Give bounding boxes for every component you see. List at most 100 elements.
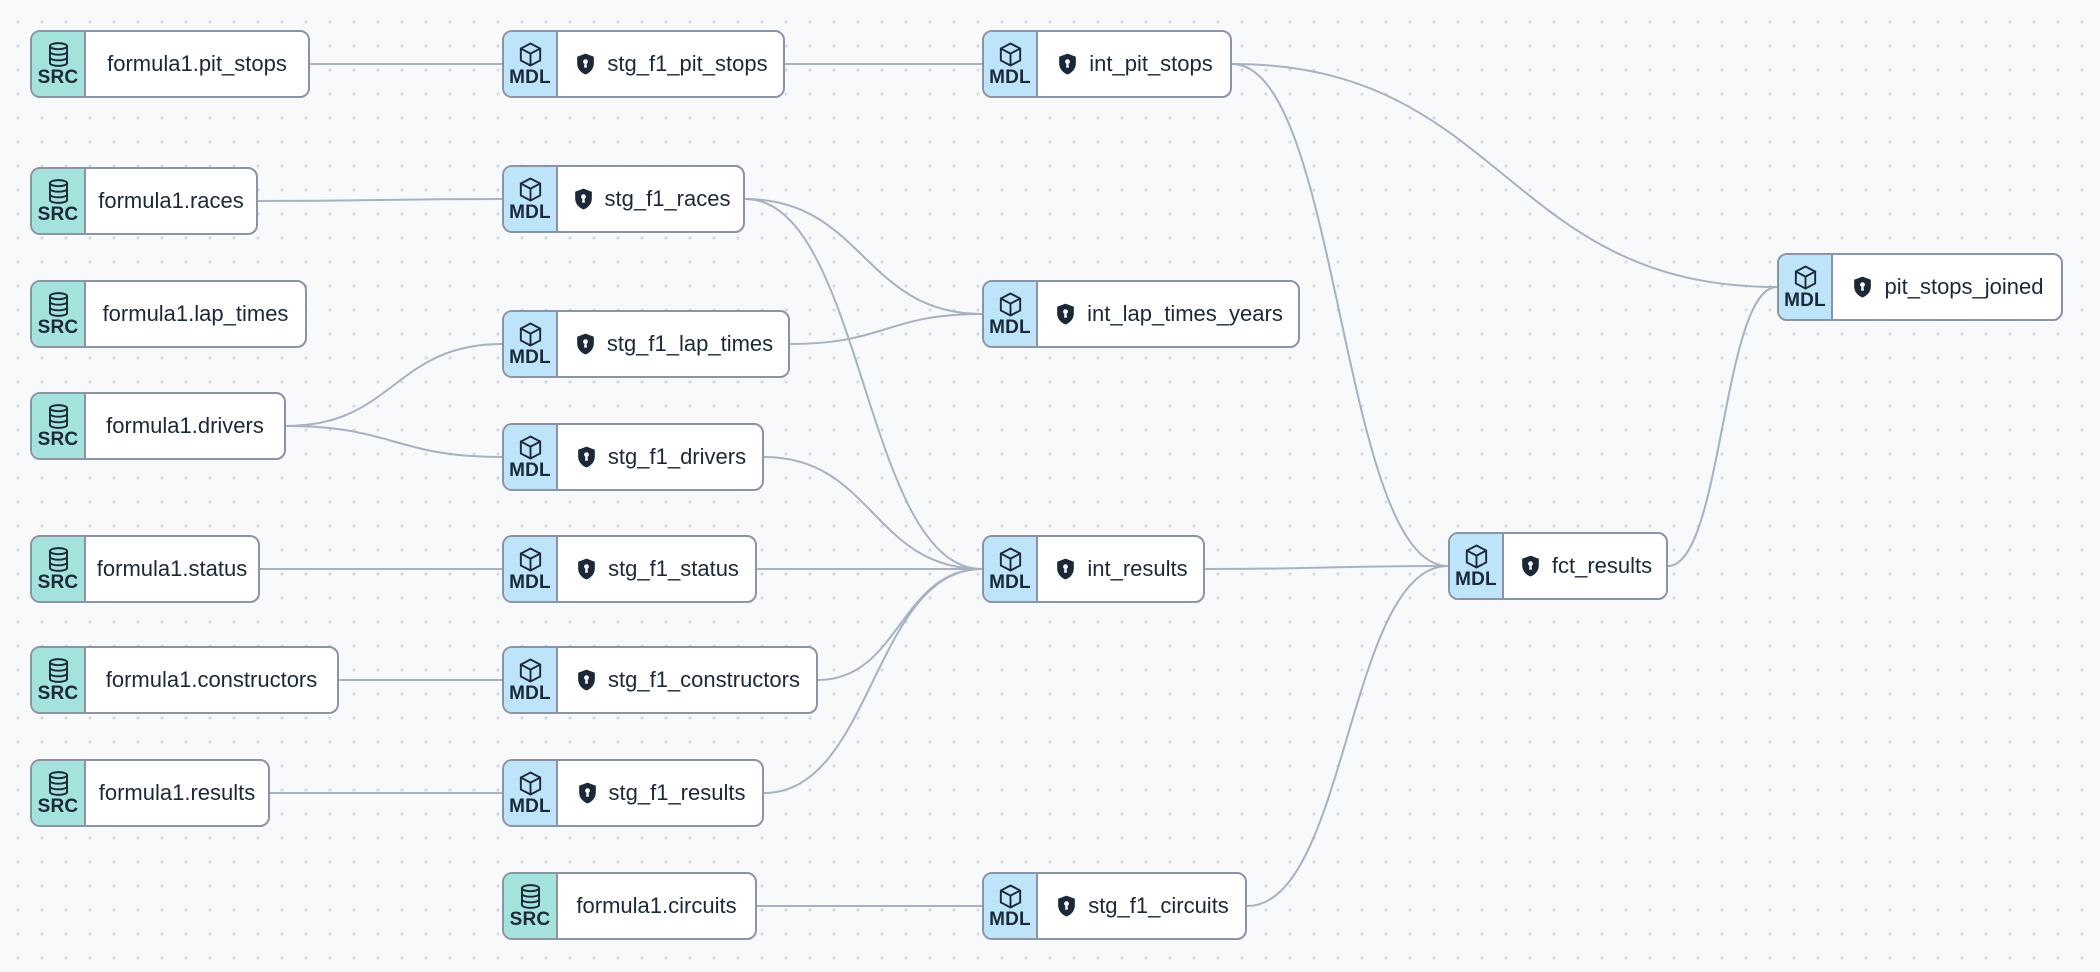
edge-stg_lap_times-int_lap_times_years <box>789 313 983 345</box>
node-type-badge: MDL <box>504 167 558 231</box>
cube-icon <box>517 321 544 348</box>
node-body: stg_f1_results <box>558 761 762 825</box>
edge-src_drivers-stg_drivers <box>285 425 503 458</box>
lineage-node-src_lap_times[interactable]: SRC formula1.lap_times <box>30 280 307 348</box>
edge-stg_races-int_lap_times_years <box>744 198 983 315</box>
lineage-node-src_drivers[interactable]: SRC formula1.drivers <box>30 392 286 460</box>
node-label: formula1.circuits <box>576 893 737 918</box>
node-label: fct_results <box>1551 553 1653 578</box>
node-type-label: MDL <box>509 571 551 593</box>
node-type-label: MDL <box>509 795 551 817</box>
lineage-node-int_lap_times_years[interactable]: MDL int_lap_times_years <box>982 280 1300 348</box>
shield-icon <box>1053 302 1078 327</box>
node-label: stg_f1_circuits <box>1088 893 1229 918</box>
node-body: stg_f1_drivers <box>558 425 762 489</box>
lineage-node-stg_races[interactable]: MDL stg_f1_races <box>502 165 745 233</box>
lineage-node-src_races[interactable]: SRC formula1.races <box>30 167 258 235</box>
lineage-node-pit_stops_joined[interactable]: MDL pit_stops_joined <box>1777 253 2063 321</box>
node-type-label: MDL <box>509 346 551 368</box>
cube-icon <box>997 291 1024 318</box>
node-type-label: MDL <box>509 682 551 704</box>
database-icon <box>45 657 72 684</box>
node-type-badge: MDL <box>504 648 558 712</box>
edge-fct_results-pit_stops_joined <box>1667 286 1778 567</box>
edge-int_results-fct_results <box>1204 565 1449 570</box>
node-type-badge: MDL <box>504 32 558 96</box>
edge-stg_results-int_results <box>763 568 983 794</box>
lineage-node-int_results[interactable]: MDL int_results <box>982 535 1205 603</box>
node-type-badge: SRC <box>32 537 86 601</box>
cube-icon <box>517 770 544 797</box>
node-body: formula1.drivers <box>86 394 284 458</box>
shield-icon <box>574 445 599 470</box>
lineage-node-stg_pit_stops[interactable]: MDL stg_f1_pit_stops <box>502 30 785 98</box>
shield-icon <box>1055 52 1080 77</box>
lineage-node-src_status[interactable]: SRC formula1.status <box>30 535 260 603</box>
node-label: stg_f1_lap_times <box>606 331 774 356</box>
node-type-badge: SRC <box>32 648 86 712</box>
lineage-node-stg_status[interactable]: MDL stg_f1_status <box>502 535 757 603</box>
lineage-node-int_pit_stops[interactable]: MDL int_pit_stops <box>982 30 1232 98</box>
node-body: int_pit_stops <box>1038 32 1230 96</box>
lineage-node-src_pit_stops[interactable]: SRC formula1.pit_stops <box>30 30 310 98</box>
lineage-node-fct_results[interactable]: MDL fct_results <box>1448 532 1668 600</box>
edge-src_drivers-stg_lap_times <box>285 343 503 427</box>
node-type-badge: MDL <box>504 312 558 376</box>
lineage-node-stg_drivers[interactable]: MDL stg_f1_drivers <box>502 423 764 491</box>
shield-icon <box>1053 557 1078 582</box>
node-type-badge: MDL <box>984 874 1038 938</box>
node-body: formula1.lap_times <box>86 282 305 346</box>
node-type-label: MDL <box>989 316 1031 338</box>
cube-icon <box>517 546 544 573</box>
node-type-badge: MDL <box>984 32 1038 96</box>
lineage-node-stg_circuits[interactable]: MDL stg_f1_circuits <box>982 872 1247 940</box>
edge-int_pit_stops-pit_stops_joined <box>1231 63 1778 288</box>
node-type-badge: SRC <box>32 761 86 825</box>
cube-icon <box>517 41 544 68</box>
node-type-label: MDL <box>1784 289 1826 311</box>
node-body: formula1.status <box>86 537 258 601</box>
node-label: formula1.results <box>98 780 256 805</box>
edge-stg_races-int_results <box>744 198 983 570</box>
node-body: stg_f1_constructors <box>558 648 816 712</box>
lineage-node-stg_lap_times[interactable]: MDL stg_f1_lap_times <box>502 310 790 378</box>
node-label: stg_f1_constructors <box>608 667 800 692</box>
cube-icon <box>1792 264 1819 291</box>
edge-stg_circuits-fct_results <box>1246 565 1449 907</box>
node-type-badge: MDL <box>504 761 558 825</box>
node-body: int_results <box>1038 537 1203 601</box>
node-type-label: MDL <box>989 571 1031 593</box>
node-body: formula1.results <box>86 761 268 825</box>
lineage-node-stg_constructors[interactable]: MDL stg_f1_constructors <box>502 646 818 714</box>
lineage-node-src_results[interactable]: SRC formula1.results <box>30 759 270 827</box>
lineage-node-stg_results[interactable]: MDL stg_f1_results <box>502 759 764 827</box>
node-label: stg_f1_status <box>608 556 739 581</box>
node-type-badge: MDL <box>984 282 1038 346</box>
node-body: stg_f1_circuits <box>1038 874 1245 938</box>
node-label: int_results <box>1087 556 1188 581</box>
node-type-badge: SRC <box>32 169 86 233</box>
node-label: formula1.pit_stops <box>107 51 287 76</box>
node-type-badge: SRC <box>32 32 86 96</box>
cube-icon <box>517 657 544 684</box>
node-type-badge: MDL <box>1779 255 1833 319</box>
node-type-label: MDL <box>1455 568 1497 590</box>
node-body: formula1.pit_stops <box>86 32 308 96</box>
shield-icon <box>1850 275 1875 300</box>
edge-stg_drivers-int_results <box>763 456 983 570</box>
edge-int_pit_stops-fct_results <box>1231 63 1449 567</box>
node-type-label: MDL <box>509 66 551 88</box>
database-icon <box>45 403 72 430</box>
shield-icon <box>1518 554 1543 579</box>
node-body: formula1.circuits <box>558 874 755 938</box>
node-type-badge: SRC <box>504 874 558 938</box>
node-body: stg_f1_pit_stops <box>558 32 783 96</box>
shield-icon <box>573 332 598 357</box>
node-type-label: MDL <box>989 908 1031 930</box>
lineage-node-src_constructors[interactable]: SRC formula1.constructors <box>30 646 339 714</box>
node-label: stg_f1_drivers <box>607 444 747 469</box>
database-icon <box>45 178 72 205</box>
lineage-node-src_circuits[interactable]: SRC formula1.circuits <box>502 872 757 940</box>
node-type-label: SRC <box>37 316 79 338</box>
